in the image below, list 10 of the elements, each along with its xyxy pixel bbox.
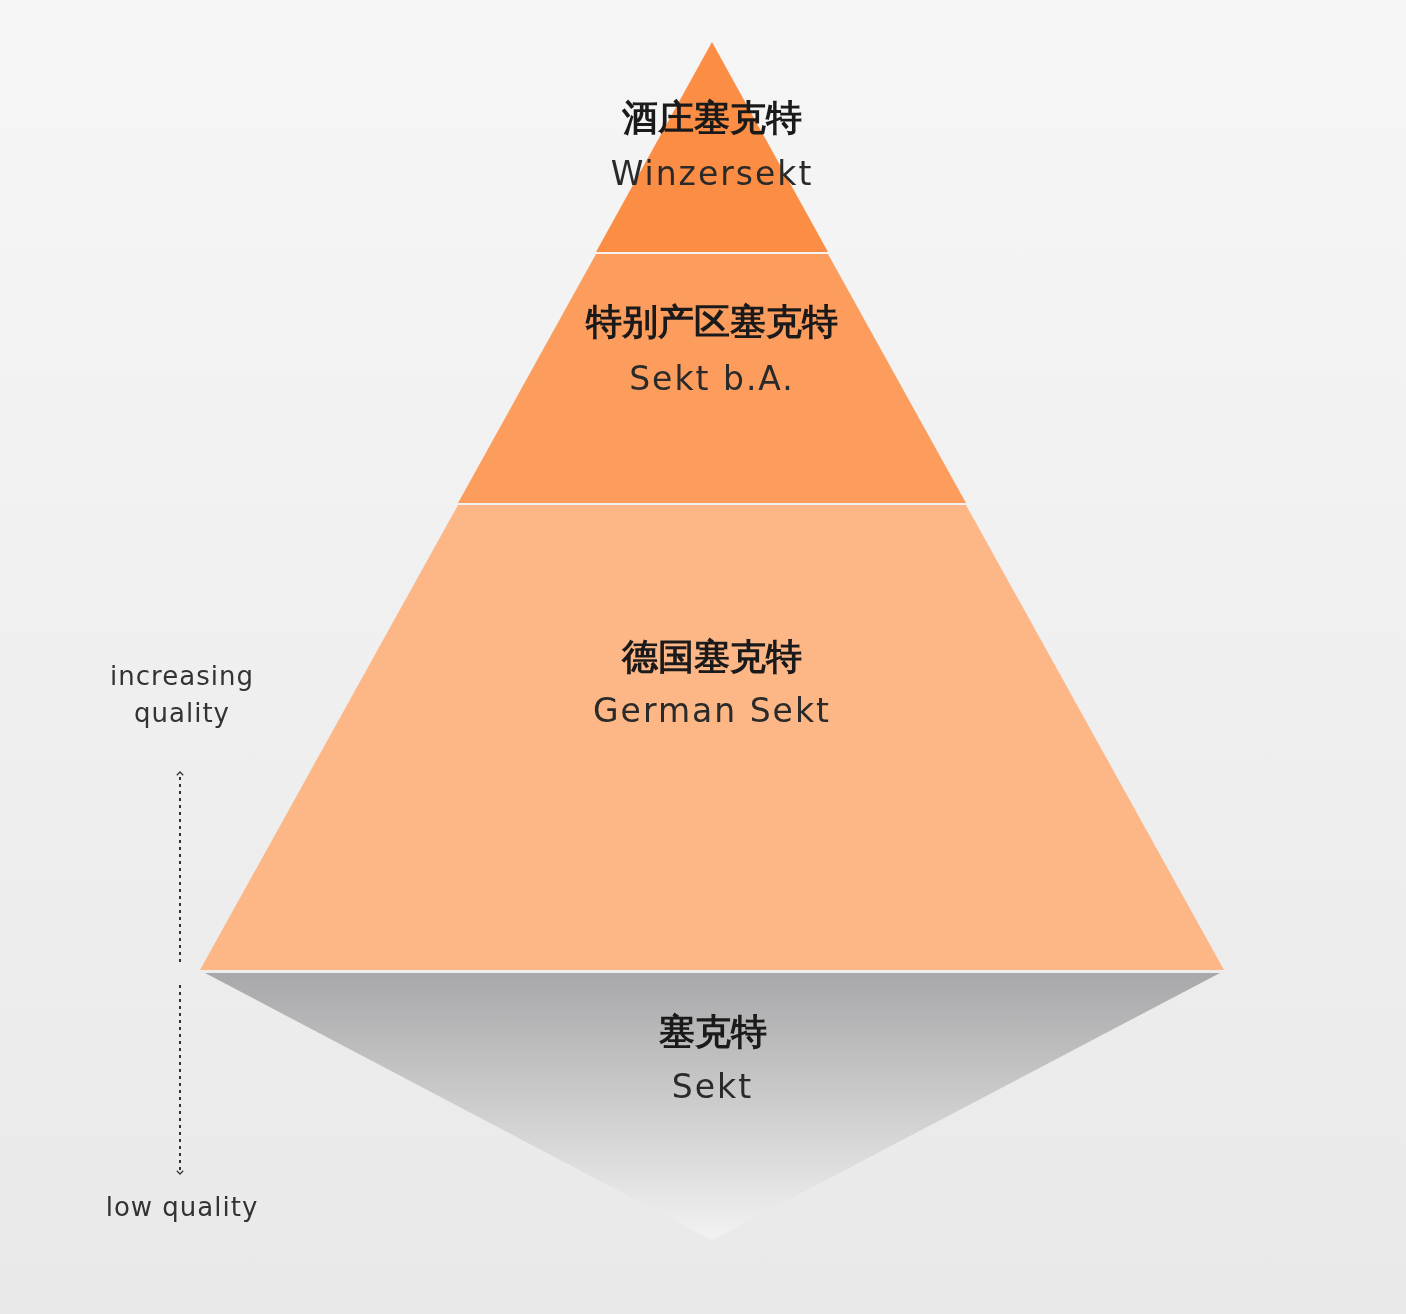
pyramid-tier bbox=[596, 42, 828, 252]
axis-label: low quality bbox=[104, 1191, 260, 1224]
tier-subtitle: Sekt bbox=[671, 1070, 754, 1103]
tier-title: 塞克特 bbox=[658, 1014, 767, 1050]
pyramid-tier bbox=[458, 254, 966, 503]
tier-title: 特别产区塞克特 bbox=[586, 304, 838, 340]
tier-title: 德国塞克特 bbox=[622, 639, 802, 675]
axis-label: increasing quality bbox=[109, 660, 255, 730]
tier-subtitle: German Sekt bbox=[593, 694, 831, 727]
tier-subtitle: Sekt b.A. bbox=[629, 362, 795, 395]
